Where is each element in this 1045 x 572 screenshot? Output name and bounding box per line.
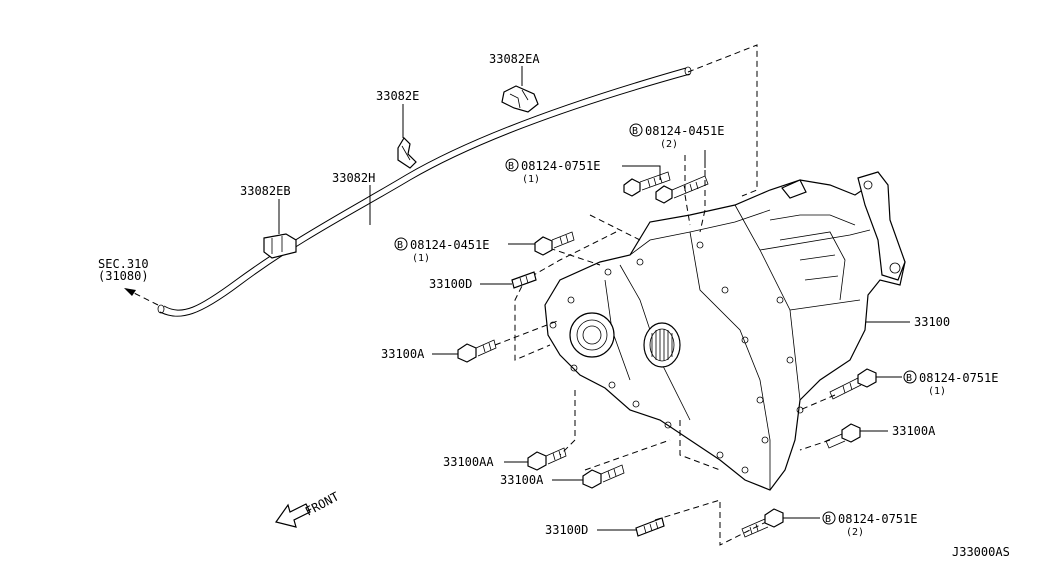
stud-33100d-bottom xyxy=(635,517,665,537)
label-b1-qty: (2) xyxy=(660,139,678,150)
label-33082ea: 33082EA xyxy=(489,52,540,66)
sec-arrow xyxy=(124,288,159,306)
label-33100d-top: 33100D xyxy=(429,277,472,291)
label-b5-qty: (2) xyxy=(846,527,864,538)
label-b2-qty: (1) xyxy=(522,174,540,185)
bolt-33100a-right xyxy=(825,423,861,449)
clip-33082ea xyxy=(501,85,539,113)
clamp-33082eb xyxy=(263,233,297,259)
label-front: FRONT xyxy=(303,489,341,518)
label-33100a-right: 33100A xyxy=(892,424,936,438)
bolt-marker-b2: B xyxy=(508,161,514,172)
label-33082h: 33082H xyxy=(332,171,375,185)
label-33100d-bottom: 33100D xyxy=(545,523,588,537)
bolt-marker-b4: B xyxy=(906,373,912,384)
bolt-08124-0751e-upper xyxy=(623,171,671,197)
stud-33100d-top xyxy=(511,271,537,289)
clip-33082e xyxy=(397,137,417,169)
bolt-33100a-bottom xyxy=(582,464,625,489)
label-b2-code: 08124-0751E xyxy=(521,159,600,173)
label-b1-code: 08124-0451E xyxy=(645,124,724,138)
bolt-marker-b3: B xyxy=(397,240,403,251)
bolt-08124-0751e-bottom xyxy=(741,508,784,538)
callout-b4: B 08124-0751E (1) xyxy=(903,370,998,397)
bolt-33100aa xyxy=(527,447,567,471)
label-b4-code: 08124-0751E xyxy=(919,371,998,385)
bolt-08124-0451e-upper xyxy=(655,175,709,204)
label-b5-code: 08124-0751E xyxy=(838,512,917,526)
bolt-08124-0451e-mid xyxy=(534,231,575,256)
label-33082eb: 33082EB xyxy=(240,184,291,198)
label-b3-qty: (1) xyxy=(412,253,430,264)
diagram-id: J33000AS xyxy=(952,545,1010,559)
label-sec-line2: (31080) xyxy=(98,269,149,283)
label-b4-qty: (1) xyxy=(928,386,946,397)
front-arrow xyxy=(275,503,311,528)
transfer-case-33100 xyxy=(544,171,906,491)
label-sec-line1: SEC.310 xyxy=(98,257,149,271)
label-33100aa: 33100AA xyxy=(443,455,494,469)
label-33100a-left: 33100A xyxy=(381,347,425,361)
bolt-marker-b1: B xyxy=(632,126,638,137)
bolt-33100a-left xyxy=(457,339,497,363)
callout-b5: B 08124-0751E (2) xyxy=(822,511,917,538)
bolt-08124-0751e-right xyxy=(829,368,877,400)
label-b3-code: 08124-0451E xyxy=(410,238,489,252)
bolt-marker-b5: B xyxy=(825,514,831,525)
tube-33082h xyxy=(157,66,692,317)
label-33082e: 33082E xyxy=(376,89,419,103)
label-33100a-bottom: 33100A xyxy=(500,473,544,487)
callout-b3: B 08124-0451E (1) xyxy=(394,237,489,264)
label-33100: 33100 xyxy=(914,315,950,329)
callout-b2: B 08124-0751E (1) xyxy=(505,158,600,185)
callout-b1: B 08124-0451E (2) xyxy=(629,123,724,150)
